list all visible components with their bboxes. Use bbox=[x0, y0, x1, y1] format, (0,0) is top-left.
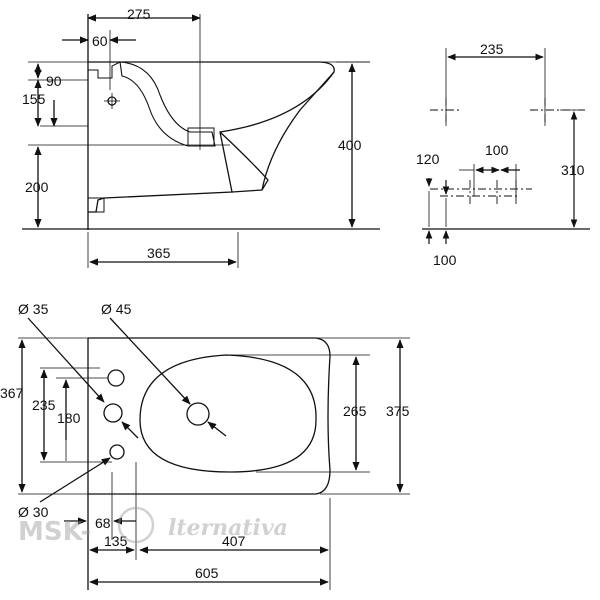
rear-view bbox=[422, 48, 590, 244]
dim-60: 60 bbox=[92, 33, 108, 49]
dim-265: 265 bbox=[343, 403, 367, 419]
watermark: MSK- lternativa bbox=[18, 506, 288, 547]
watermark-brand-left: MSK- bbox=[18, 517, 91, 547]
dim-275: 275 bbox=[127, 6, 151, 22]
dim-605: 605 bbox=[195, 565, 219, 581]
dim-90: 90 bbox=[46, 73, 62, 89]
dim-400: 400 bbox=[338, 137, 362, 153]
tap-hole-top bbox=[103, 403, 123, 423]
bidet-body-side bbox=[88, 61, 335, 213]
watermark-brand-right: lternativa bbox=[168, 515, 288, 541]
dim-365: 365 bbox=[147, 245, 171, 261]
dim-dia-45: Ø 45 bbox=[101, 301, 132, 317]
dim-dia-30: Ø 30 bbox=[18, 504, 49, 520]
waste-hole-top bbox=[186, 402, 210, 426]
hole-top-upper bbox=[107, 369, 125, 387]
dim-100-bottom: 100 bbox=[433, 252, 457, 268]
dim-235-rear: 235 bbox=[480, 41, 504, 57]
rear-view-labels: 235 100 120 310 100 bbox=[416, 41, 585, 268]
dim-dia-35: Ø 35 bbox=[18, 301, 49, 317]
fixing-hole-top bbox=[109, 444, 125, 460]
dim-180: 180 bbox=[57, 410, 81, 426]
dim-367: 367 bbox=[0, 385, 24, 401]
watermark-logo-icon bbox=[117, 506, 155, 544]
dim-68: 68 bbox=[95, 515, 111, 531]
top-view bbox=[18, 317, 410, 590]
bowl-top bbox=[139, 354, 317, 473]
dim-375: 375 bbox=[386, 403, 410, 419]
dim-310: 310 bbox=[561, 162, 585, 178]
top-view-labels: Ø 35 Ø 45 Ø 30 367 235 180 265 375 68 13… bbox=[0, 301, 410, 581]
side-view bbox=[22, 14, 380, 268]
dim-200: 200 bbox=[25, 179, 49, 195]
dim-120: 120 bbox=[416, 151, 440, 167]
dim-155: 155 bbox=[22, 91, 46, 107]
bidet-body-top bbox=[88, 337, 331, 495]
dim-235-top: 235 bbox=[32, 397, 56, 413]
dim-407: 407 bbox=[222, 533, 246, 549]
dim-135: 135 bbox=[104, 533, 128, 549]
side-view-labels: 275 60 90 155 200 400 365 bbox=[22, 6, 362, 261]
dim-100-top: 100 bbox=[485, 142, 509, 158]
